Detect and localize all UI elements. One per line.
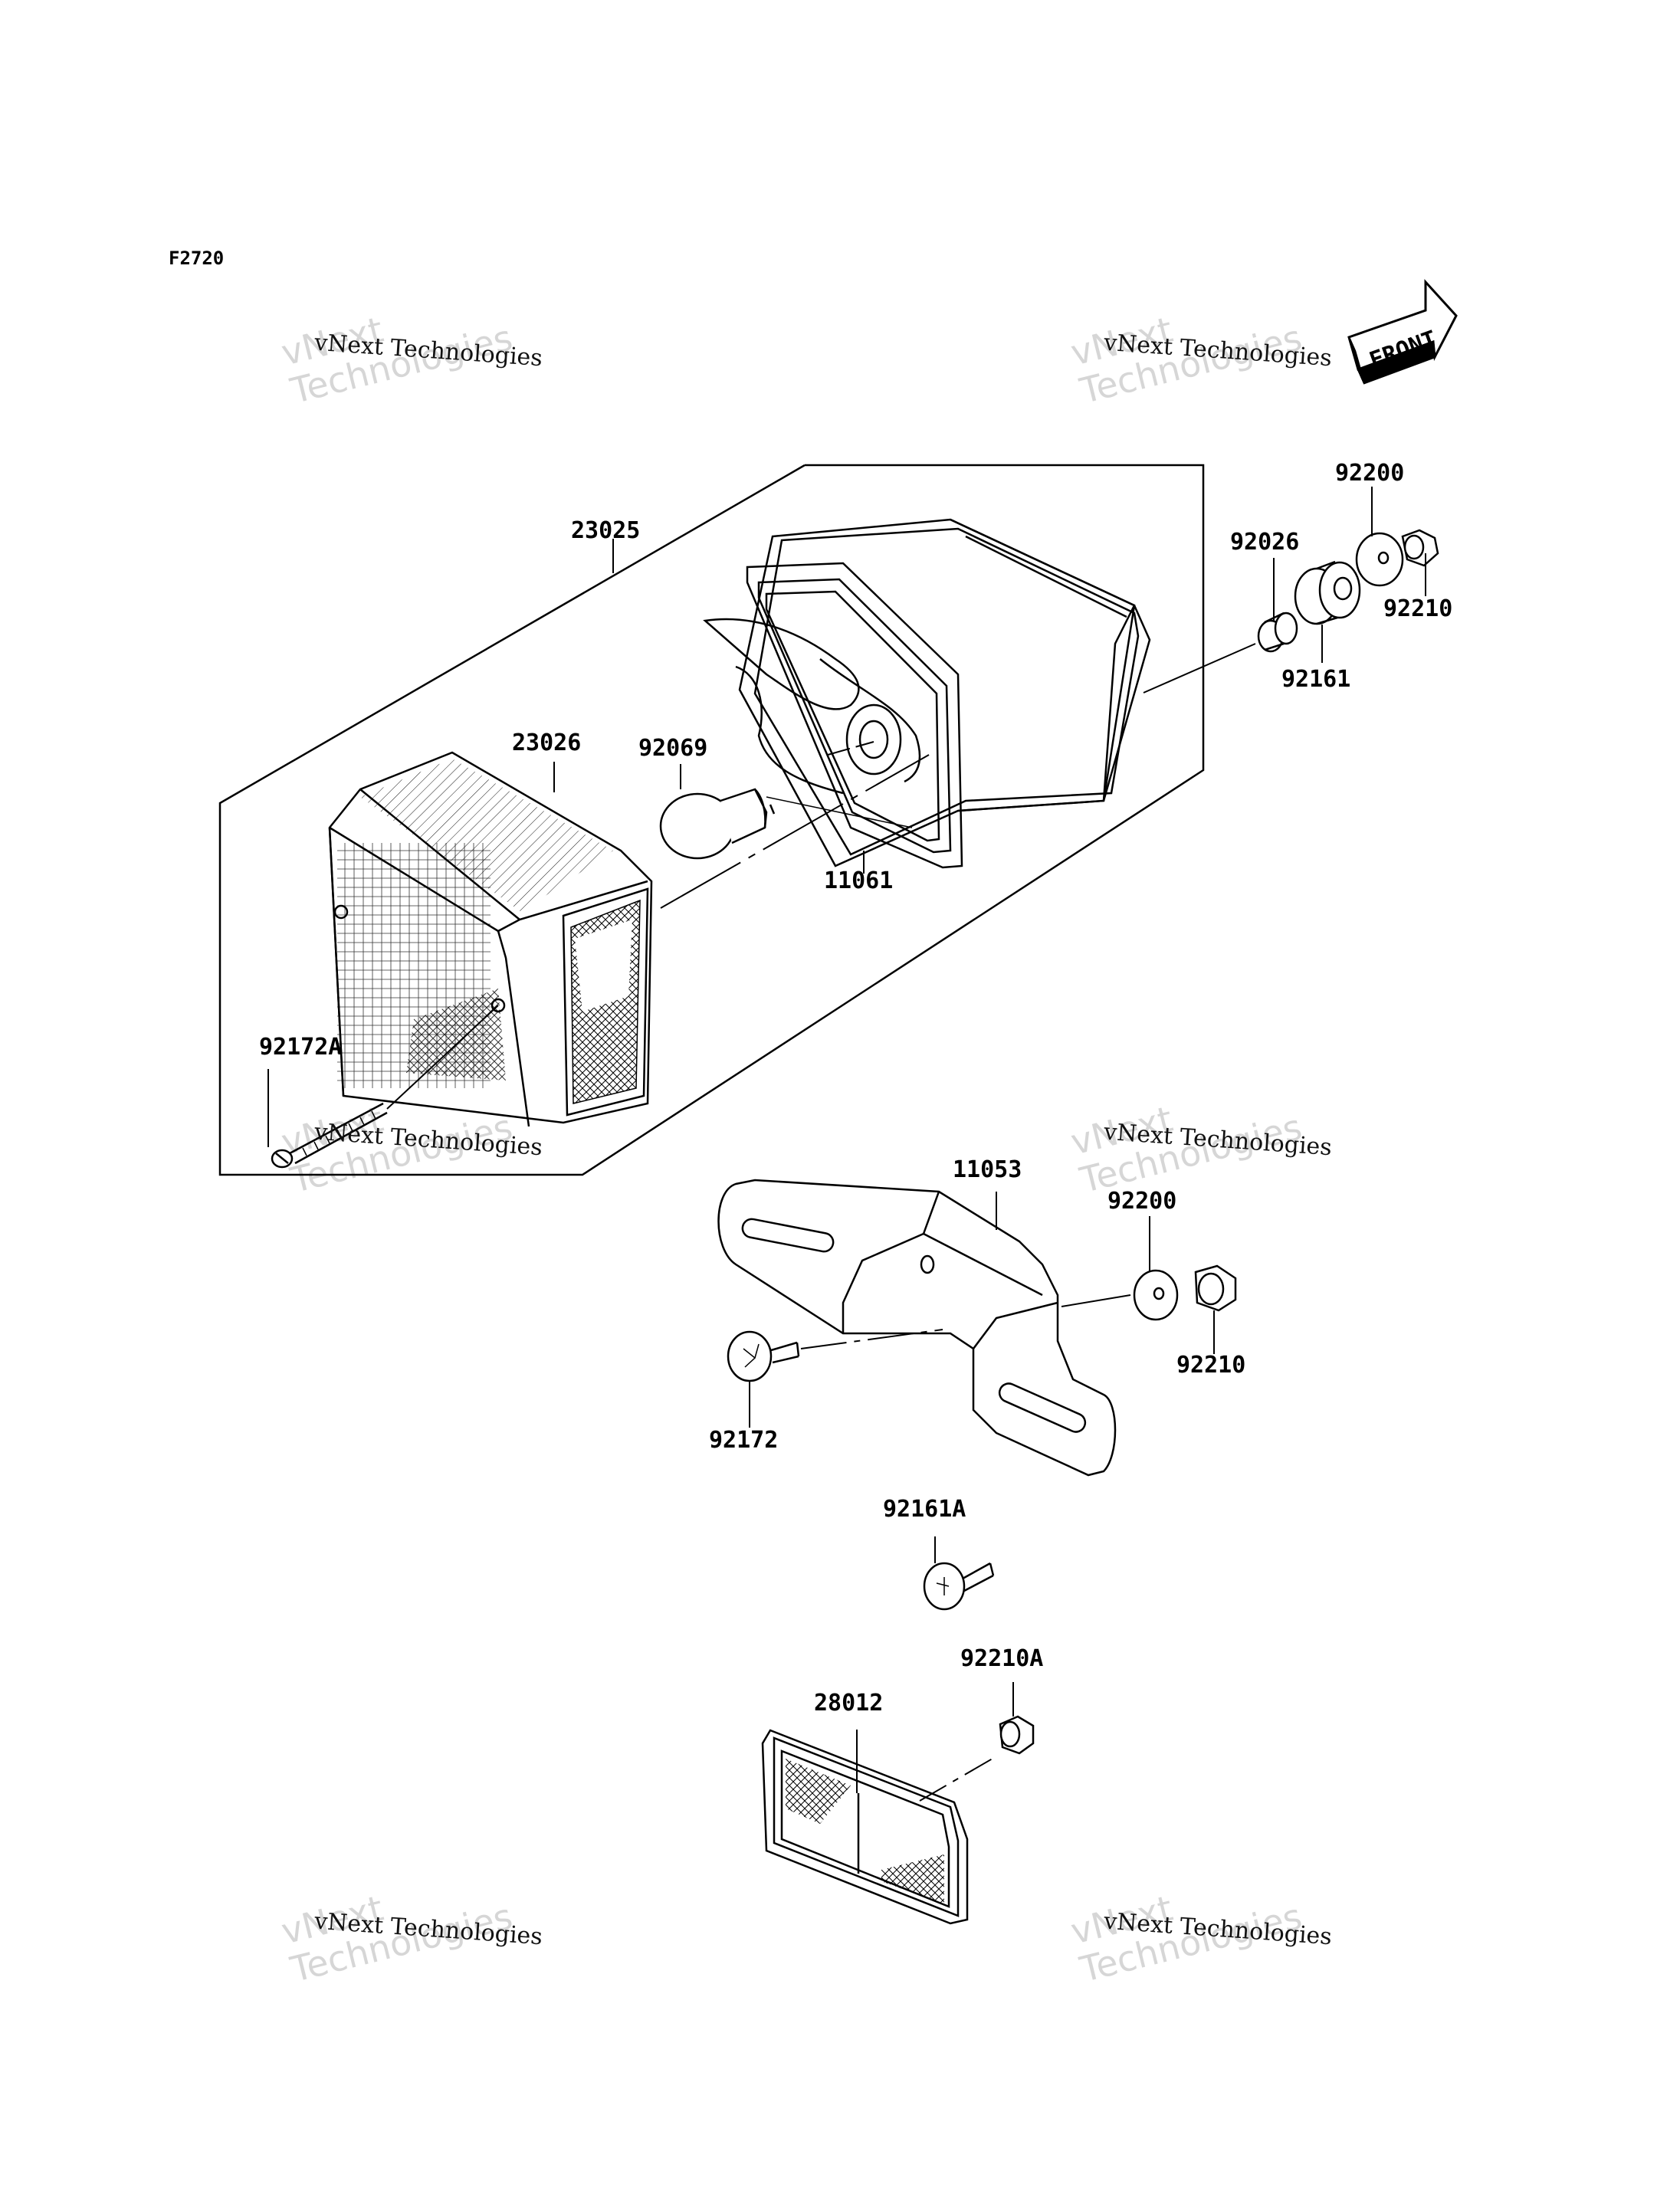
part-label-92200-top[interactable]: 92200 xyxy=(1335,460,1405,487)
grommet-92161 xyxy=(1294,560,1361,625)
screw-92172A xyxy=(271,1102,388,1169)
lens-23026 xyxy=(328,751,653,1127)
part-label-92210-mid[interactable]: 92210 xyxy=(1176,1352,1246,1379)
part-label-92210A[interactable]: 92210A xyxy=(960,1645,1044,1672)
washer-92200-mid xyxy=(1133,1269,1179,1321)
part-label-28012[interactable]: 28012 xyxy=(814,1690,884,1717)
front-arrow-icon: FRONT xyxy=(1347,279,1458,385)
bracket-11053 xyxy=(717,1179,1117,1477)
lamp-housing-11061 xyxy=(703,518,1151,869)
bulb-92069 xyxy=(659,788,776,860)
part-label-92161A[interactable]: 92161A xyxy=(883,1496,966,1523)
reflector-28012 xyxy=(761,1729,969,1925)
part-label-92210-top[interactable]: 92210 xyxy=(1383,595,1453,622)
bolt-92161A xyxy=(923,1562,995,1611)
collar-92026 xyxy=(1257,612,1298,653)
nut-92210-mid xyxy=(1194,1264,1237,1312)
part-label-92200-mid[interactable]: 92200 xyxy=(1107,1188,1177,1215)
part-label-92026[interactable]: 92026 xyxy=(1230,529,1300,556)
part-label-23026[interactable]: 23026 xyxy=(512,730,582,756)
nut-92210-top xyxy=(1401,529,1439,567)
part-label-23025[interactable]: 23025 xyxy=(571,517,641,544)
nut-92210A xyxy=(999,1715,1035,1755)
figure-code: F2720 xyxy=(169,248,225,269)
part-label-92172[interactable]: 92172 xyxy=(709,1427,779,1454)
part-label-11061[interactable]: 11061 xyxy=(824,867,894,894)
part-label-92161[interactable]: 92161 xyxy=(1281,666,1351,693)
part-label-92069[interactable]: 92069 xyxy=(638,735,708,762)
part-label-11053[interactable]: 11053 xyxy=(953,1156,1022,1183)
part-label-92172A[interactable]: 92172A xyxy=(259,1034,343,1061)
leader-lines xyxy=(267,487,1426,1802)
assembly-group-outline xyxy=(218,464,1205,1176)
washer-92200-top xyxy=(1355,532,1404,587)
bolt-92172 xyxy=(727,1330,800,1382)
